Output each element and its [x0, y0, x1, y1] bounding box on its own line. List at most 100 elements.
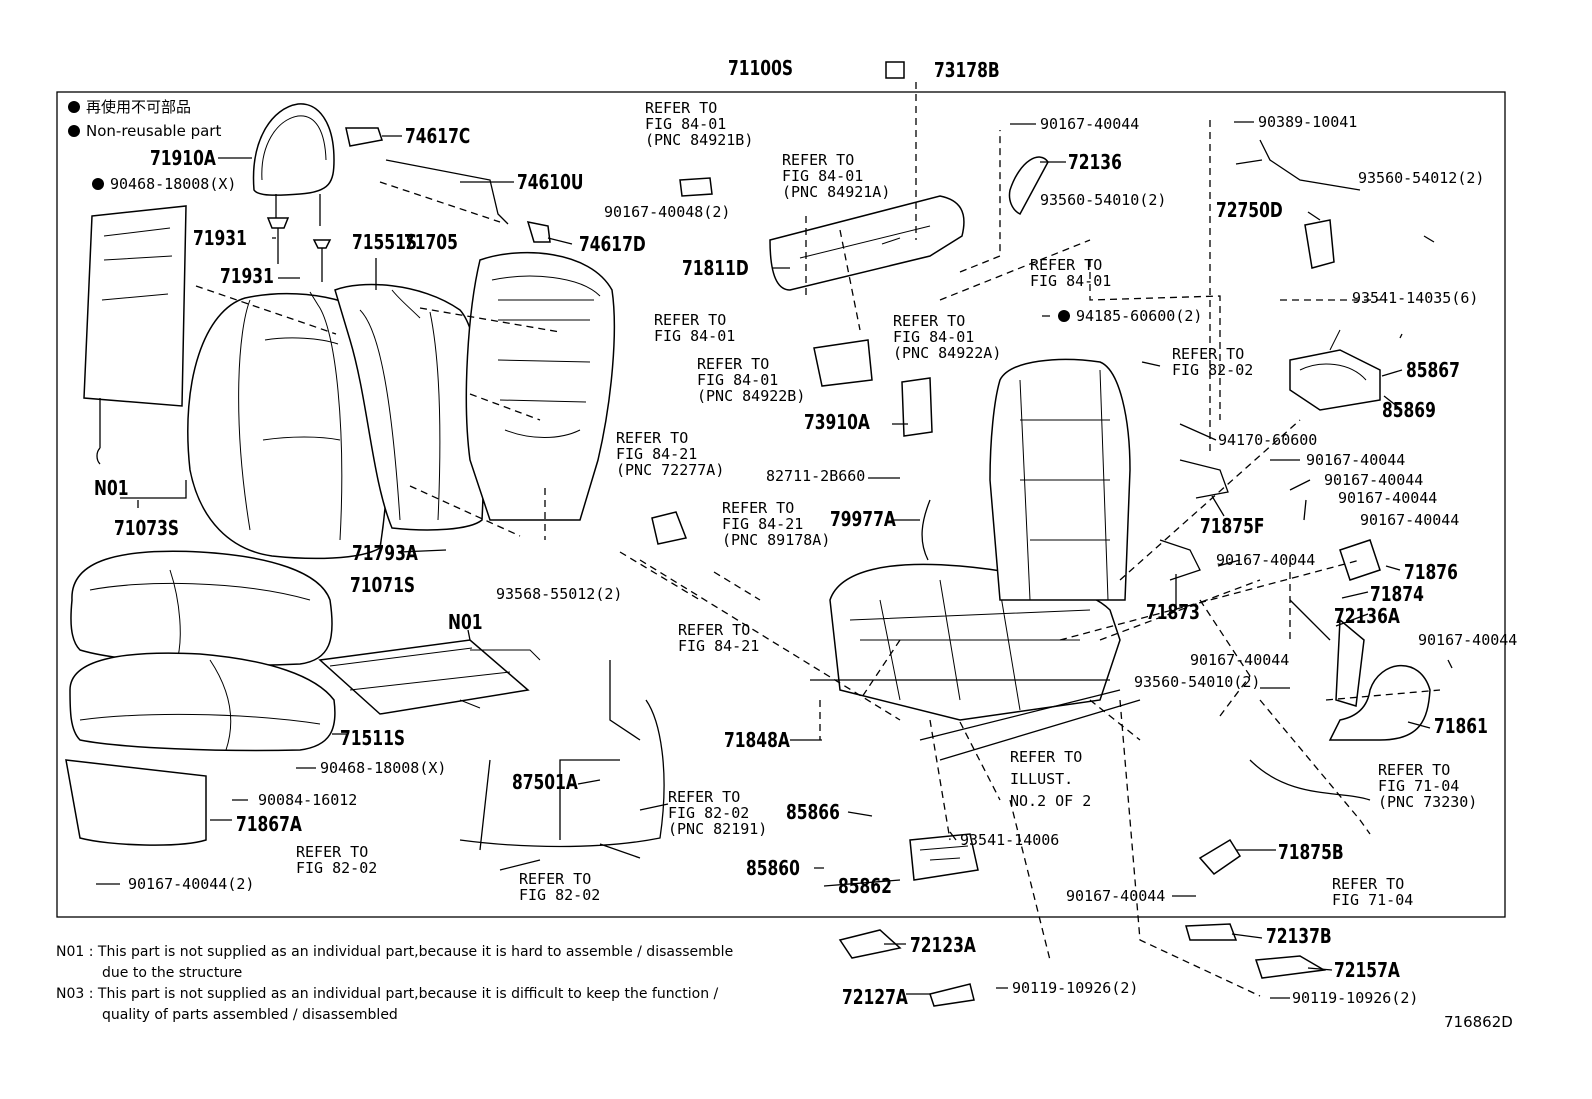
part-label[interactable]: 90084-16012	[258, 791, 358, 809]
part-label[interactable]: 74610U	[517, 170, 584, 194]
non-reusable-dot-icon	[1058, 310, 1070, 322]
part-label[interactable]: 90167-40044	[1066, 887, 1166, 905]
part-label[interactable]: 71861	[1434, 714, 1488, 738]
part-label[interactable]: 82711-2B660	[766, 467, 866, 485]
part-label[interactable]: 93541-14006	[960, 831, 1060, 849]
headrest-drawing	[252, 103, 335, 226]
legend-en: Non-reusable part	[68, 121, 221, 141]
part-label[interactable]: 90167-40048(2)	[604, 203, 731, 221]
part-label[interactable]: N01	[448, 610, 483, 634]
cushion-pad-drawing	[69, 652, 336, 752]
part-label[interactable]: 94170-60600	[1218, 431, 1318, 449]
part-label[interactable]: 93560-54010(2)	[1040, 191, 1167, 209]
part-label[interactable]: 85869	[1382, 398, 1436, 422]
part-label[interactable]: 90167-40044(2)	[128, 875, 255, 893]
part-label-nonreusable[interactable]: 90468-18008(X)	[92, 176, 236, 192]
part-label[interactable]: 90167-40044	[1418, 631, 1518, 649]
side-shield-drawing	[769, 195, 965, 291]
part-label[interactable]: 93541-14035(6)	[1352, 289, 1479, 307]
part-label[interactable]: 90119-10926(2)	[1292, 989, 1419, 1007]
part-label[interactable]: 71875F	[1200, 514, 1265, 538]
part-label[interactable]: 85860	[746, 856, 800, 880]
part-label[interactable]: 87501A	[512, 770, 578, 794]
part-label[interactable]: 93560-54010(2)	[1134, 673, 1261, 691]
part-label[interactable]: 71705	[404, 230, 458, 254]
note-text: quality of parts assembled / disassemble…	[102, 1007, 398, 1023]
part-label[interactable]: 85862	[838, 874, 892, 898]
part-label[interactable]: 72123A	[910, 933, 976, 957]
note-code: N01 :	[56, 944, 94, 960]
part-label[interactable]: 71848A	[724, 728, 790, 752]
part-label[interactable]: 71071S	[350, 573, 415, 597]
part-label[interactable]: 90167-40044	[1306, 451, 1406, 469]
part-label[interactable]: 74617D	[579, 232, 646, 256]
part-label[interactable]: 71100S	[728, 56, 793, 80]
part-label[interactable]: 73178B	[934, 58, 1000, 82]
part-label[interactable]: 85866	[786, 800, 840, 824]
part-label[interactable]: 79977A	[830, 507, 896, 531]
part-label[interactable]: 90167-40044	[1338, 489, 1438, 507]
part-label[interactable]: 93560-54012(2)	[1358, 169, 1485, 187]
part-label[interactable]: 71551S	[352, 230, 417, 254]
part-label[interactable]: 71811D	[682, 256, 749, 280]
part-label[interactable]: 85867	[1406, 358, 1460, 382]
part-label[interactable]: 71931	[193, 226, 247, 250]
part-label[interactable]: 90167-40044	[1216, 551, 1316, 569]
part-label[interactable]: 72750D	[1216, 198, 1283, 222]
shield-drawing	[65, 759, 207, 846]
part-label[interactable]: 71931	[220, 264, 274, 288]
part-label[interactable]: 72127A	[842, 985, 908, 1009]
seat-frame-drawing	[810, 358, 1141, 761]
legend-jp-text: 再使用不可部品	[86, 98, 192, 116]
non-reusable-dot-icon	[68, 101, 80, 113]
part-label[interactable]: 71793A	[352, 541, 418, 565]
part-label[interactable]: 90167-40044	[1190, 651, 1290, 669]
part-label[interactable]: 72137B	[1266, 924, 1332, 948]
part-label[interactable]: 90167-40044	[1040, 115, 1140, 133]
part-label[interactable]: 72157A	[1334, 958, 1400, 982]
part-label[interactable]: 71875B	[1278, 840, 1344, 864]
part-label[interactable]: 72136A	[1334, 604, 1400, 628]
part-label[interactable]: 90389-10041	[1258, 113, 1358, 131]
part-label[interactable]: 71867A	[236, 812, 302, 836]
part-label[interactable]: 90167-40044	[1360, 511, 1460, 529]
harness-drawing	[459, 660, 665, 871]
part-label[interactable]: 71073S	[114, 516, 179, 540]
part-label[interactable]: N01	[94, 476, 129, 500]
part-label[interactable]: 90119-10926(2)	[1012, 979, 1139, 997]
part-label[interactable]: 74617C	[405, 124, 471, 148]
part-label-nonreusable[interactable]: 94185-60600(2)	[1058, 308, 1202, 324]
non-reusable-dot-icon	[92, 178, 104, 190]
part-label[interactable]: 73910A	[804, 410, 870, 434]
part-label[interactable]: 90167-40044	[1324, 471, 1424, 489]
part-label[interactable]: 93568-55012(2)	[496, 585, 623, 603]
part-label[interactable]: 72136	[1068, 150, 1122, 174]
part-label[interactable]: 71511S	[340, 726, 405, 750]
part-label[interactable]: 90468-18008(X)	[320, 759, 447, 777]
lumbar-motor-drawing	[1289, 349, 1381, 411]
part-label[interactable]: 71873	[1146, 600, 1200, 624]
legend-jp: 再使用不可部品	[68, 97, 191, 117]
part-label[interactable]: 71874	[1370, 582, 1424, 606]
legend-en-text: Non-reusable part	[86, 122, 222, 140]
footnote-n03: N03 : This part is not supplied as an in…	[56, 984, 718, 1026]
part-label[interactable]: 71876	[1404, 560, 1458, 584]
part-label[interactable]: 71910A	[150, 146, 216, 170]
